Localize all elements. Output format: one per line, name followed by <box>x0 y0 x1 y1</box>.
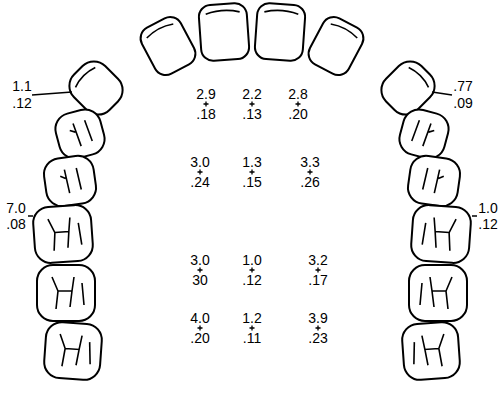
tooth-outline <box>406 154 462 208</box>
measurement-value: .77 <box>453 79 472 93</box>
measurement-value: 4.0 <box>190 311 209 325</box>
point-mark <box>316 326 321 331</box>
measurement-value: 3.3 <box>300 155 319 169</box>
measurement-value: 2.9 <box>196 87 215 101</box>
tooth-outline <box>396 106 452 162</box>
point-mark <box>296 102 301 107</box>
tooth-outline <box>254 2 306 61</box>
measurement-value: .12 <box>12 96 31 110</box>
measurement-value: .12 <box>478 217 497 231</box>
point-mark <box>250 170 255 175</box>
measurement-value: .18 <box>196 107 215 121</box>
point-mark <box>204 102 209 107</box>
tooth-outline <box>410 204 472 264</box>
tooth-outline <box>136 13 199 80</box>
measurement-value: 1.0 <box>242 253 261 267</box>
leader-line <box>472 215 477 217</box>
measurement-value: .15 <box>242 175 261 189</box>
measurement-value: 1.0 <box>478 201 497 215</box>
point-mark <box>250 268 255 273</box>
measurement-value: 7.0 <box>6 201 25 215</box>
tooth-outline <box>32 204 94 264</box>
point-marks <box>198 102 321 331</box>
measurement-value: .11 <box>243 331 261 345</box>
measurement-value: 3.2 <box>308 253 327 267</box>
measurement-value: 30 <box>192 273 208 287</box>
measurement-value: .20 <box>190 331 209 345</box>
measurement-value: 1.3 <box>242 155 261 169</box>
measurement-value: .13 <box>242 107 261 121</box>
measurement-value: .26 <box>300 175 319 189</box>
tooth-outline <box>52 106 108 162</box>
measurement-value: 3.0 <box>190 253 209 267</box>
measurement-value: .09 <box>453 96 472 110</box>
point-mark <box>316 268 321 273</box>
leader-line <box>432 92 452 95</box>
measurement-value: 1.1 <box>12 79 31 93</box>
teeth <box>32 2 472 380</box>
measurement-value: .24 <box>190 175 209 189</box>
point-mark <box>250 102 255 107</box>
leader-line <box>28 215 33 217</box>
measurement-value: .23 <box>308 331 327 345</box>
point-mark <box>198 326 203 331</box>
measurement-value: .17 <box>308 273 327 287</box>
tooth-outline <box>37 265 95 321</box>
point-mark <box>308 170 313 175</box>
measurement-value: 2.2 <box>242 87 261 101</box>
point-mark <box>198 268 203 273</box>
measurement-value: .12 <box>242 273 261 287</box>
tooth-outline <box>409 265 467 321</box>
tooth-outline <box>42 154 98 208</box>
tooth-outline <box>304 13 367 80</box>
tooth-outline <box>43 321 103 381</box>
tooth-outline <box>198 2 250 61</box>
measurement-value: 3.9 <box>308 311 327 325</box>
measurement-value: .08 <box>6 217 25 231</box>
measurement-value: 1.2 <box>242 311 261 325</box>
point-mark <box>198 170 203 175</box>
leader-lines <box>28 92 477 216</box>
point-mark <box>250 326 255 331</box>
tooth-outline <box>401 321 461 381</box>
measurement-value: 2.8 <box>288 87 307 101</box>
measurement-value: .20 <box>288 107 307 121</box>
measurement-value: 3.0 <box>190 155 209 169</box>
leader-line <box>32 92 72 95</box>
